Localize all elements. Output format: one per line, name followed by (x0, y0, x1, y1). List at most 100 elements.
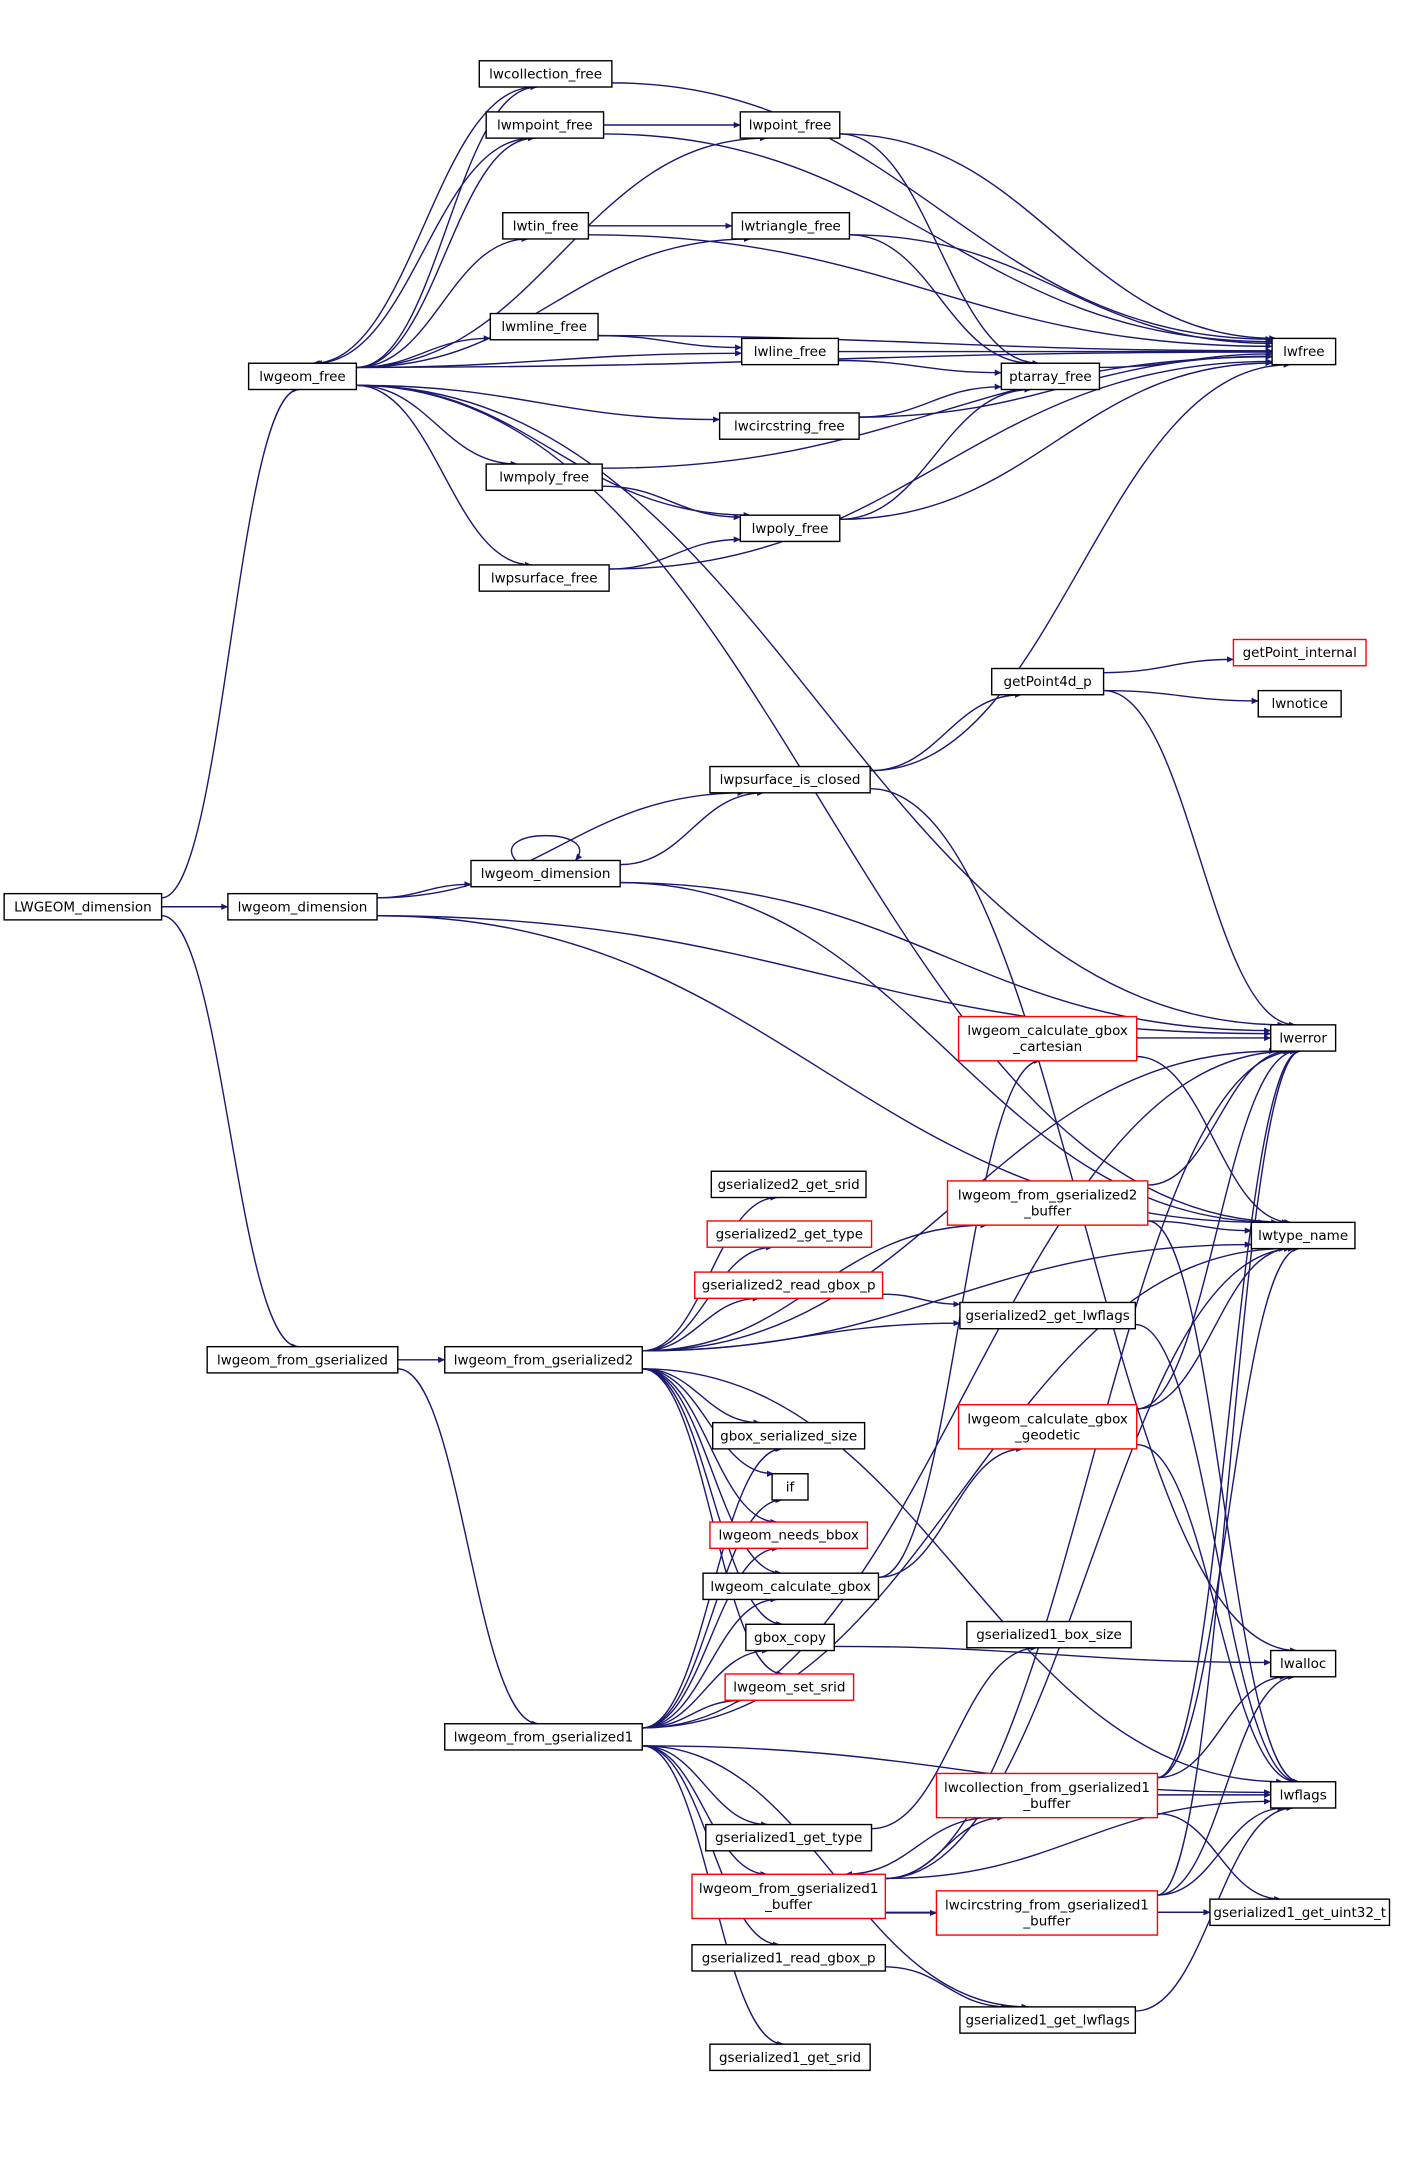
edge-gserialized1_read_gbox_p-to-gserialized1_get_lwflags (885, 1966, 1008, 2011)
edge-lwcircstring_from_gserialized1_buffer-to-lwalloc (1157, 1673, 1296, 1896)
node-lwpsurface-is-closed[interactable]: lwpsurface_is_closed (709, 765, 871, 794)
node-lwgeom-from-gserialized1-buffer[interactable]: lwgeom_from_gserialized1_buffer (691, 1873, 887, 1920)
node-if[interactable]: if (771, 1473, 809, 1501)
edge-lwmpoint_free-to-lwfree (603, 133, 1273, 345)
node-label: _geodetic (1014, 1427, 1080, 1443)
node-lwcollection-from-gserialized1-buffer[interactable]: lwcollection_from_gserialized1_buffer (935, 1772, 1159, 1819)
node-label: lwgeom_from_gserialized (217, 1352, 388, 1368)
node-lwline-free[interactable]: lwline_free (741, 337, 840, 366)
edge-lwgeom_free-to-lwtype_name (356, 384, 1289, 1226)
node-gserialized1-get-srid[interactable]: gserialized1_get_srid (709, 2043, 871, 2072)
node-gserialized2-read-gbox-p[interactable]: gserialized2_read_gbox_p (694, 1271, 884, 1300)
node-box (227, 892, 378, 921)
node-gserialized1-get-uint32-t[interactable]: gserialized1_get_uint32_t (1209, 1898, 1391, 1927)
node-lwgeom-from-gserialized[interactable]: lwgeom_from_gserialized (206, 1345, 399, 1374)
edge-lwgeom_free-to-lwcollection_free (356, 83, 538, 369)
node-getPoint4d-p[interactable]: getPoint4d_p (991, 667, 1105, 696)
edge-lwgeom_free-to-lwline_free (356, 350, 743, 369)
node-lwgeom-from-gserialized2[interactable]: lwgeom_from_gserialized2 (444, 1345, 643, 1374)
node-lwerror[interactable]: lwerror (1270, 1024, 1337, 1052)
node-label: lwtriangle_free (741, 218, 841, 234)
node-box (206, 1345, 399, 1374)
node-label: LWGEOM_dimension (14, 899, 152, 915)
node-lwgeom-needs-bbox[interactable]: lwgeom_needs_bbox (709, 1521, 869, 1550)
node-label: gserialized1_get_uint32_t (1213, 1905, 1386, 1921)
node-label: lwgeom_calculate_gbox (710, 1579, 871, 1595)
node-gserialized2-get-type[interactable]: gserialized2_get_type (706, 1220, 873, 1248)
node-label: gbox_serialized_size (720, 1428, 857, 1444)
node-lwtriangle-free[interactable]: lwtriangle_free (731, 212, 851, 240)
node-lwcollection-free[interactable]: lwcollection_free (478, 60, 613, 88)
edge-lwgeom_from_gserialized1-to-lwflags (642, 1745, 1272, 1796)
node-gserialized1-get-lwflags[interactable]: gserialized1_get_lwflags (959, 2006, 1137, 2034)
node-lwmline-free[interactable]: lwmline_free (489, 312, 599, 341)
node-lwgeom-calculate-gbox-geodetic[interactable]: lwgeom_calculate_gbox_geodetic (957, 1403, 1138, 1450)
node-lwcircstring-from-gserialized1-buffer[interactable]: lwcircstring_from_gserialized1_buffer (935, 1890, 1159, 1936)
node-gserialized2-get-srid[interactable]: gserialized2_get_srid (710, 1170, 867, 1199)
node-ptarray-free[interactable]: ptarray_free (1000, 362, 1101, 391)
node-box (502, 212, 590, 240)
node-lwflags[interactable]: lwflags (1270, 1781, 1337, 1809)
node-label: gserialized1_read_gbox_p (702, 1950, 876, 1966)
node-box (935, 1890, 1159, 1936)
edge-lwgeom_from_gserialized1-to-lwgeom_needs_bbox (642, 1545, 780, 1729)
node-label: gbox_copy (754, 1630, 826, 1646)
node-lwpoint-free[interactable]: lwpoint_free (739, 111, 841, 139)
node-label: gserialized2_get_srid (718, 1177, 860, 1193)
node-lwtype-name[interactable]: lwtype_name (1250, 1221, 1356, 1250)
node-getPoint-internal[interactable]: getPoint_internal (1232, 638, 1367, 667)
node-lwfree[interactable]: lwfree (1271, 337, 1337, 366)
edge-lwcollection_from_gserialized1_buffer-to-lwerror (1157, 1048, 1301, 1779)
edge-lwgeom_from_gserialized1-to-if (642, 1496, 783, 1729)
node-box (1257, 689, 1342, 718)
node-lwpoly-free[interactable]: lwpoly_free (739, 514, 841, 543)
node-lwcircstring-free[interactable]: lwcircstring_free (718, 412, 860, 440)
node-lwgeom-set-srid[interactable]: lwgeom_set_srid (724, 1673, 855, 1701)
edge-LWGEOM_dimension-to-lwgeom_from_gserialized (161, 915, 299, 1350)
node-lwpsurface-free[interactable]: lwpsurface_free (478, 564, 610, 592)
node-box (691, 1873, 887, 1920)
node-gserialized1-get-type[interactable]: gserialized1_get_type (705, 1823, 873, 1852)
edge-getPoint4d_p-to-lwnotice (1103, 689, 1259, 705)
node-label: gserialized1_get_type (715, 1830, 862, 1846)
node-box (957, 1403, 1138, 1450)
node-label: lwgeom_from_gserialized1 (454, 1729, 634, 1745)
node-box (946, 1180, 1149, 1226)
node-lwgeom-dimension-rec[interactable]: lwgeom_dimension (470, 859, 621, 888)
edge-lwtriangle_free-to-ptarray_free (849, 234, 1033, 367)
edge-lwgeom_free-to-lwmpoly_free (356, 384, 518, 468)
edge-gserialized1_get_type-to-gserialized1_box_size (871, 1644, 1038, 1830)
node-LWGEOM-dimension[interactable]: LWGEOM_dimension (3, 892, 163, 921)
node-lwgeom-from-gserialized1[interactable]: lwgeom_from_gserialized1 (444, 1723, 643, 1751)
node-label: lwcollection_from_gserialized1 (944, 1780, 1150, 1796)
node-label: lwcircstring_free (734, 419, 845, 435)
node-lwmpoint-free[interactable]: lwmpoint_free (485, 111, 605, 139)
node-label: lwgeom_from_gserialized2 (958, 1188, 1138, 1204)
node-box (444, 1723, 643, 1751)
node-box (711, 1421, 866, 1450)
node-lwnotice[interactable]: lwnotice (1257, 689, 1342, 718)
edge-lwgeom_from_gserialized2-to-lwgeom_calculate_gbox (642, 1368, 783, 1577)
node-gbox-copy[interactable]: gbox_copy (745, 1623, 835, 1652)
node-gbox-serialized-size[interactable]: gbox_serialized_size (711, 1421, 866, 1450)
node-lwgeom-free[interactable]: lwgeom_free (247, 362, 358, 391)
node-lwgeom-dimension[interactable]: lwgeom_dimension (227, 892, 378, 921)
node-gserialized2-get-lwflags[interactable]: gserialized2_get_lwflags (959, 1301, 1137, 1330)
node-label: lwmline_free (501, 319, 587, 335)
edge-lwtin_free-to-lwfree (588, 234, 1273, 350)
edge-lwgeom_calculate_gbox-to-lwgeom_calculate_gbox_geodetic (878, 1445, 1024, 1579)
edge-lwgeom_from_gserialized2-to-lwflags (642, 1368, 1284, 1785)
node-box (247, 362, 358, 391)
node-lwgeom-calculate-gbox-cartesian[interactable]: lwgeom_calculate_gbox_cartesian (957, 1015, 1138, 1062)
node-lwmpoly-free[interactable]: lwmpoly_free (485, 463, 603, 492)
node-lwalloc[interactable]: lwalloc (1270, 1649, 1337, 1678)
edge-lwgeom_free-to-lwtriangle_free (356, 235, 751, 369)
node-gserialized1-box-size[interactable]: gserialized1_box_size (966, 1620, 1132, 1649)
node-lwgeom-calculate-gbox[interactable]: lwgeom_calculate_gbox (702, 1572, 880, 1601)
edge-lwcircstring_free-to-ptarray_free (859, 383, 1002, 418)
node-lwtin-free[interactable]: lwtin_free (502, 212, 590, 240)
node-label: lwgeom_from_gserialized2 (454, 1352, 634, 1368)
edge-lwmline_free-to-lwfree (598, 334, 1273, 354)
node-gserialized1-read-gbox-p[interactable]: gserialized1_read_gbox_p (691, 1944, 887, 1972)
node-lwgeom-from-gserialized2-buffer[interactable]: lwgeom_from_gserialized2_buffer (946, 1180, 1149, 1226)
